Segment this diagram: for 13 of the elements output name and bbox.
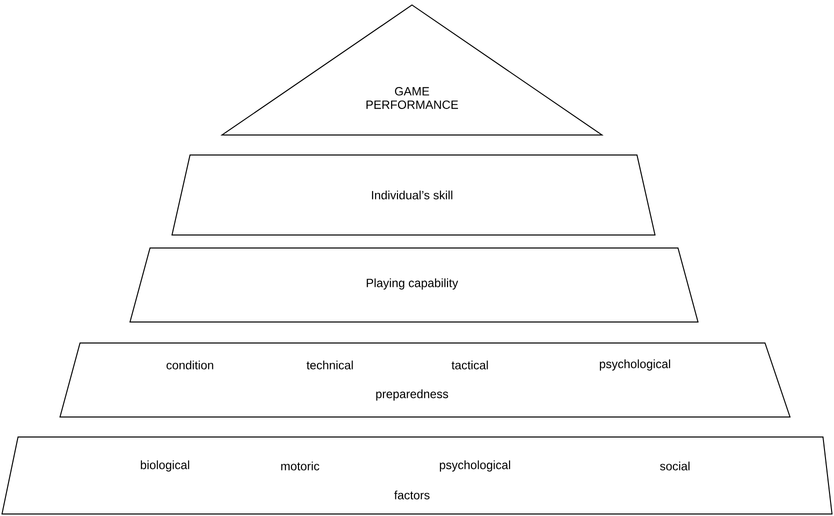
label-text: psychological [440,460,510,472]
label-text: Individual’s skill [372,190,452,200]
label-text: motoric [281,462,320,470]
label-text: biological [140,460,190,472]
label-text: tactical [452,360,488,370]
label-text: GAME PERFORMANCE [366,87,458,109]
label-text: preparedness [376,389,448,401]
label-text: psychological [600,359,670,371]
label-text: Playing capability [366,278,458,290]
label-text: factors [394,490,430,500]
label-text: technical [306,360,353,370]
label-text: social [660,462,690,470]
label-text: condition [166,360,214,370]
